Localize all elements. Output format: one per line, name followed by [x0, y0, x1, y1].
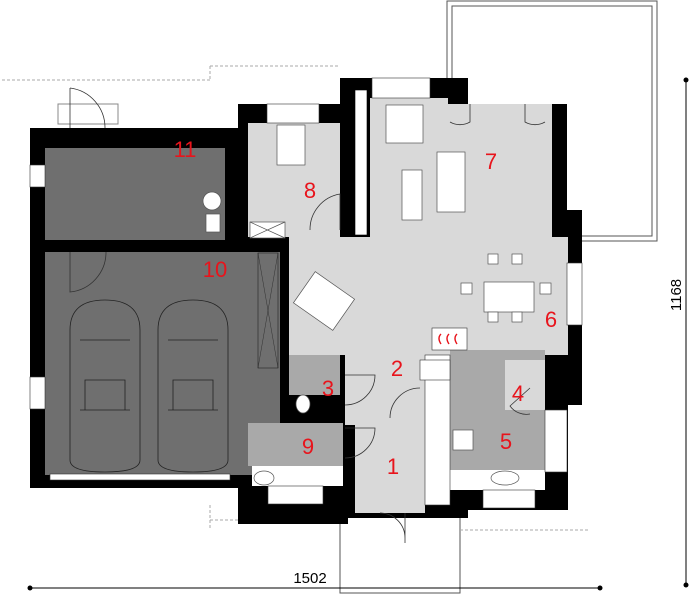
dining-table: [483, 281, 535, 313]
toilet: [295, 394, 311, 414]
fireplace: [431, 327, 468, 351]
armchair: [385, 104, 424, 144]
room-9-door: [344, 427, 376, 459]
width-dimension: 1502: [293, 570, 326, 587]
sink: [490, 470, 520, 486]
coffee-table: [401, 169, 423, 221]
room-10-floor: [45, 252, 280, 475]
car-right: [157, 299, 229, 473]
garage-inner-door: [69, 251, 107, 293]
room-label-9: 9: [302, 434, 314, 459]
cooktop: [452, 429, 474, 451]
room-label-7: 7: [485, 149, 497, 174]
room-label-4: 4: [512, 381, 524, 406]
room-9-floor: [248, 423, 343, 466]
room-label-3: 3: [322, 376, 334, 401]
terrace-door: [449, 104, 546, 126]
desk: [276, 124, 306, 166]
room-4-floor: [505, 360, 545, 410]
car-left: [69, 299, 141, 473]
depth-dimension: 1168: [668, 279, 685, 311]
room-label-1: 1: [387, 454, 399, 479]
room-label-5: 5: [500, 429, 512, 454]
furniture: [202, 104, 552, 486]
dimension-lines: 1502 1168: [27, 77, 689, 591]
cars: [69, 299, 229, 473]
room-label-2: 2: [391, 356, 403, 381]
room-3-door: [344, 374, 376, 406]
chaise-lounge: [292, 271, 356, 331]
room-1-door: [389, 387, 421, 419]
room-label-10: 10: [203, 257, 227, 282]
room-1-floor: [355, 425, 425, 513]
room-label-6: 6: [545, 307, 557, 332]
garage-storage: [257, 252, 279, 369]
room-label-8: 8: [304, 178, 316, 203]
boiler: [202, 191, 222, 211]
partition-wall: [354, 89, 368, 236]
entrance-door: [379, 512, 406, 543]
room-labels: 1 2 3 4 5 6 7 8 9 10 11: [174, 137, 558, 479]
windows: [29, 77, 583, 509]
room-label-11: 11: [174, 137, 197, 162]
garage-side-door: [69, 87, 106, 129]
doors: [69, 87, 546, 543]
washbasin: [253, 470, 275, 486]
room-8-door: [309, 193, 341, 231]
room-11-floor: [45, 148, 225, 240]
room-4-door: [509, 387, 531, 415]
room-3-floor: [289, 355, 340, 395]
sofa: [436, 151, 466, 213]
fire-icon: [438, 333, 458, 345]
